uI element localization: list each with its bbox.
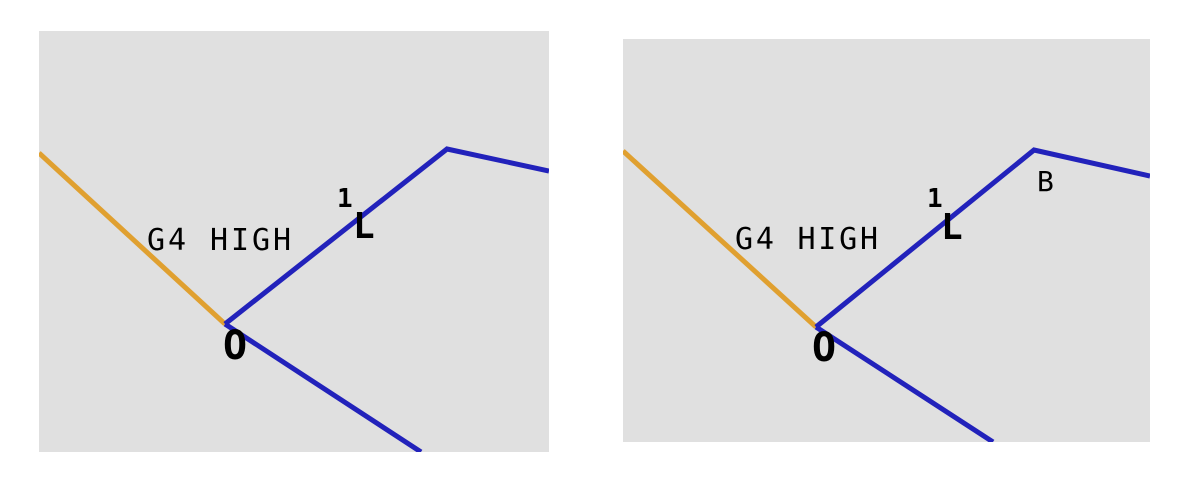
orange-route-line (39, 151, 227, 326)
route-label: G4 HIGH (735, 222, 878, 257)
map-panel-left: G4 HIGH 1 L O (39, 31, 549, 452)
symbol-superscript: 1 (337, 184, 353, 214)
node-glyph: O (812, 325, 836, 371)
blue-route-lower (223, 321, 423, 452)
map-panel-right: G4 HIGH 1 L O B (623, 39, 1150, 442)
blue-route-upper (223, 146, 549, 326)
route-label: G4 HIGH (147, 223, 291, 258)
vertex-label: B (1037, 165, 1054, 198)
blue-route-lower (814, 324, 995, 442)
node-glyph: O (223, 323, 247, 369)
symbol-glyph: L (353, 206, 375, 247)
symbol-glyph: L (941, 207, 963, 248)
map-canvas-right: G4 HIGH 1 L O B (623, 147, 1150, 442)
map-canvas-left: G4 HIGH 1 L O (39, 146, 549, 452)
orange-route-line (623, 149, 818, 329)
symbol-superscript: 1 (927, 184, 943, 214)
blue-route-upper (814, 147, 1150, 329)
